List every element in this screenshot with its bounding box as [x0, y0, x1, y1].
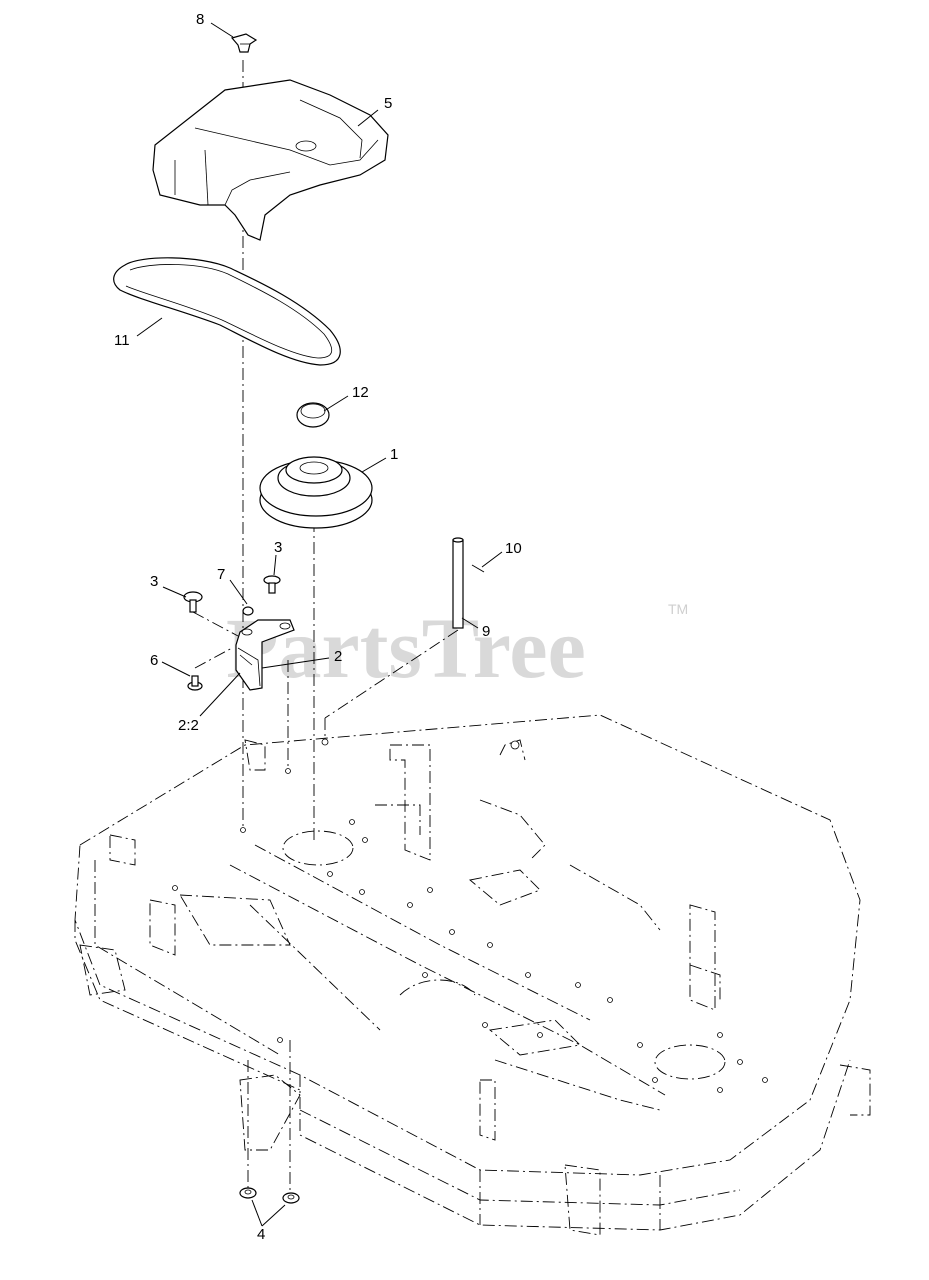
- leader-lines: [136, 22, 503, 1227]
- callout-4: 4: [257, 1226, 265, 1243]
- callout-2-2: 2:2: [178, 717, 199, 734]
- knob-part-8: [230, 33, 258, 53]
- bolt-part-3-left: [183, 591, 203, 613]
- callout-5: 5: [384, 95, 392, 112]
- callout-3-right: 3: [274, 539, 282, 556]
- bracket-part-2: [235, 619, 295, 691]
- assembly-axes: [192, 60, 459, 1200]
- bushing-part-4-right: [282, 1192, 300, 1204]
- pin-part-10: [471, 564, 485, 573]
- callout-10: 10: [505, 540, 522, 557]
- belt-cover-part-5: [152, 79, 389, 241]
- bolt-part-6: [187, 675, 203, 691]
- cap-part-12: [296, 402, 330, 428]
- callout-12: 12: [352, 384, 369, 401]
- callout-1: 1: [390, 446, 398, 463]
- callout-2: 2: [334, 648, 342, 665]
- bushing-part-4-left: [239, 1187, 257, 1199]
- callout-7: 7: [217, 566, 225, 583]
- callout-3-left: 3: [150, 573, 158, 590]
- callout-6: 6: [150, 652, 158, 669]
- mower-deck: [74, 714, 871, 1236]
- belt-part-11: [113, 257, 341, 366]
- callout-11: 11: [114, 332, 130, 349]
- watermark-trademark: TM: [668, 601, 688, 617]
- callout-8: 8: [196, 11, 204, 28]
- callout-9: 9: [482, 623, 490, 640]
- rod-part-9: [452, 537, 464, 629]
- pulley-part-1: [259, 456, 373, 529]
- nut-part-7: [242, 606, 254, 616]
- watermark-brand: PartsTree: [226, 600, 586, 696]
- bolt-part-3-right: [263, 575, 281, 594]
